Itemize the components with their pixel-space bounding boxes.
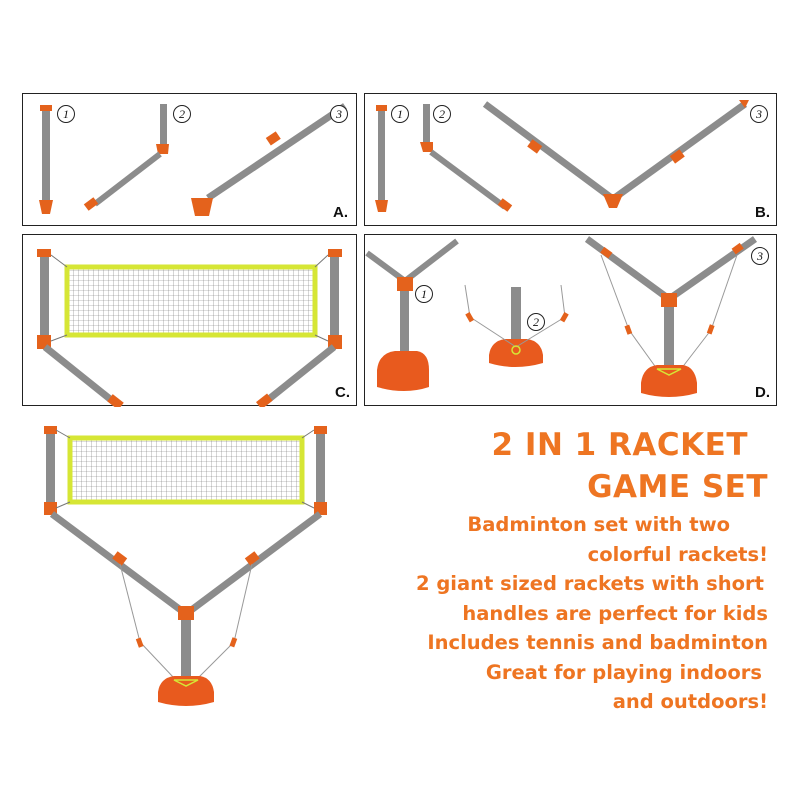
promo-title-line-1: 2 IN 1 RACKET bbox=[491, 427, 748, 463]
promo-block: 2 IN 1 RACKET GAME SET Badminton set wit… bbox=[388, 424, 768, 717]
panel-a-illustration bbox=[39, 103, 347, 216]
panel-c: C. bbox=[22, 234, 357, 407]
panel-b-illustration bbox=[375, 100, 749, 212]
panel-d-step-1: 1 bbox=[415, 285, 433, 303]
panel-a-step-3: 3 bbox=[330, 105, 348, 123]
panel-b-step-2: 2 bbox=[433, 105, 451, 123]
promo-feature-4: handles are perfect for kids bbox=[462, 601, 768, 625]
assembled-set-illustration bbox=[44, 426, 327, 706]
promo-feature-1: Badminton set with two bbox=[467, 513, 730, 536]
promo-title-line-2: GAME SET bbox=[587, 469, 768, 505]
panel-a: 1 2 3 A. bbox=[22, 93, 357, 226]
panel-b: 1 2 3 B. bbox=[364, 93, 777, 226]
promo-feature-5: Includes tennis and badminton bbox=[427, 631, 768, 654]
panel-b-step-1: 1 bbox=[391, 105, 409, 123]
panel-d-letter: D. bbox=[755, 384, 770, 401]
panel-a-step-2: 2 bbox=[173, 105, 191, 123]
panel-a-letter: A. bbox=[333, 204, 348, 221]
panel-d-step-2: 2 bbox=[527, 313, 545, 331]
promo-feature-6: Great for playing indoors bbox=[485, 660, 762, 684]
panel-c-illustration bbox=[37, 249, 342, 407]
panel-c-letter: C. bbox=[335, 384, 350, 401]
promo-feature-7: and outdoors! bbox=[612, 690, 768, 713]
panel-d: 1 2 3 D. bbox=[364, 234, 777, 406]
panel-d-step-3: 3 bbox=[751, 247, 769, 265]
panel-b-step-3: 3 bbox=[750, 105, 768, 123]
panel-a-step-1: 1 bbox=[57, 105, 75, 123]
panel-b-letter: B. bbox=[755, 204, 770, 221]
promo-feature-3: 2 giant sized rackets with short bbox=[415, 572, 764, 595]
panel-d-illustration bbox=[365, 236, 758, 397]
promo-feature-2: colorful rackets! bbox=[587, 542, 768, 566]
